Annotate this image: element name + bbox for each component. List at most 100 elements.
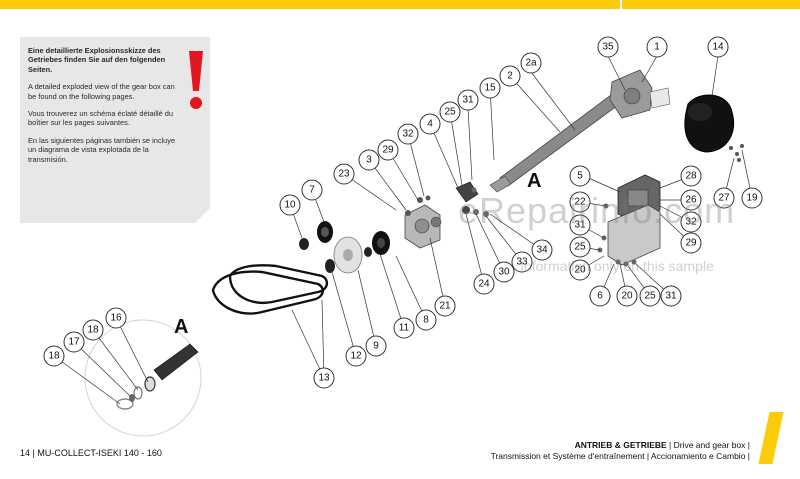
callout-1: 1 <box>646 36 668 58</box>
callout-29-right: 29 <box>680 232 702 254</box>
callout-32-right: 32 <box>680 211 702 233</box>
callout-21: 21 <box>434 295 456 317</box>
note-box: Eine detaillierte Explosionsskizze des G… <box>20 37 210 223</box>
svg-text:22: 22 <box>574 197 586 208</box>
callout-31-top: 31 <box>457 89 479 111</box>
exclamation-icon <box>189 51 203 109</box>
watermark-main: eRepairinfo.com <box>458 190 736 231</box>
svg-text:31: 31 <box>462 95 474 106</box>
callout-24: 24 <box>473 273 495 295</box>
parts-drawing <box>84 69 744 437</box>
note-text: Eine detaillierte Explosionsskizze des G… <box>28 46 184 172</box>
note-french: Vous trouverez un schéma éclaté détaillé… <box>28 109 174 128</box>
callout-31-mid: 31 <box>569 214 591 236</box>
svg-text:34: 34 <box>536 245 548 256</box>
svg-text:9: 9 <box>373 341 379 352</box>
footer-section-line2: Transmission et Système d'entraînement |… <box>490 451 750 461</box>
callout-30: 30 <box>493 261 515 283</box>
callout-15: 15 <box>479 77 501 99</box>
svg-text:19: 19 <box>746 193 758 204</box>
callout-20-bottom: 20 <box>616 285 638 307</box>
detail-label-a-main: A <box>527 170 542 192</box>
svg-text:4: 4 <box>427 119 433 130</box>
callout-32-left: 32 <box>397 123 419 145</box>
svg-text:17: 17 <box>68 337 80 348</box>
svg-text:13: 13 <box>318 373 330 384</box>
svg-text:23: 23 <box>338 169 350 180</box>
callout-28: 28 <box>680 165 702 187</box>
svg-text:3: 3 <box>366 155 372 166</box>
svg-text:32: 32 <box>685 217 697 228</box>
callout-26: 26 <box>680 189 702 211</box>
footer-section-en: | Drive and gear box | <box>666 440 750 450</box>
svg-text:21: 21 <box>439 301 451 312</box>
footer-section: ANTRIEB & GETRIEBE | Drive and gear box … <box>491 440 750 462</box>
callout-9: 9 <box>365 335 387 357</box>
svg-text:2a: 2a <box>525 58 537 69</box>
svg-text:25: 25 <box>574 242 586 253</box>
callout-23: 23 <box>333 163 355 185</box>
callout-25-mid: 25 <box>569 236 591 258</box>
callout-7: 7 <box>301 179 323 201</box>
svg-text:15: 15 <box>484 83 496 94</box>
svg-text:5: 5 <box>577 171 583 182</box>
svg-text:33: 33 <box>516 257 528 268</box>
svg-text:28: 28 <box>685 171 697 182</box>
top-accent-bar <box>0 0 800 9</box>
callout-5: 5 <box>569 165 591 187</box>
callout-16: 16 <box>105 307 127 329</box>
callout-3: 3 <box>358 149 380 171</box>
callout-31-bottom: 31 <box>660 285 682 307</box>
svg-text:7: 7 <box>309 185 315 196</box>
svg-text:11: 11 <box>399 323 410 334</box>
svg-text:16: 16 <box>110 313 122 324</box>
callout-20-left: 20 <box>569 259 591 281</box>
callout-25-bottom: 25 <box>639 285 661 307</box>
svg-text:10: 10 <box>284 200 296 211</box>
svg-text:26: 26 <box>685 195 697 206</box>
svg-text:20: 20 <box>574 265 586 276</box>
svg-text:31: 31 <box>574 220 586 231</box>
footer-section-title: ANTRIEB & GETRIEBE <box>574 440 667 450</box>
svg-text:8: 8 <box>423 315 429 326</box>
svg-text:31: 31 <box>665 291 677 302</box>
callout-10: 10 <box>279 194 301 216</box>
callout-19: 19 <box>741 187 763 209</box>
callout-22: 22 <box>569 191 591 213</box>
svg-text:32: 32 <box>402 129 414 140</box>
note-english: A detailed exploded view of the gear box… <box>28 82 175 101</box>
svg-text:18: 18 <box>48 351 60 362</box>
callout-8: 8 <box>415 309 437 331</box>
svg-text:12: 12 <box>350 351 362 362</box>
callout-18-right: 18 <box>82 319 104 341</box>
callout-13: 13 <box>313 367 335 389</box>
svg-text:1: 1 <box>654 42 660 53</box>
callout-25-top: 25 <box>439 101 461 123</box>
callout-17: 17 <box>63 331 85 353</box>
note-spanish: En las siguientes páginas también se inc… <box>28 135 176 164</box>
watermark-sub: Information only on this sample <box>520 258 714 274</box>
svg-text:29: 29 <box>685 238 697 249</box>
footer-page-info: 14 | MU-COLLECT-ISEKI 140 - 160 <box>20 448 162 458</box>
callout-35: 35 <box>597 36 619 58</box>
svg-text:29: 29 <box>382 145 394 156</box>
svg-text:14: 14 <box>712 42 724 53</box>
callout-11: 11 <box>393 317 415 339</box>
svg-text:18: 18 <box>87 325 99 336</box>
svg-text:6: 6 <box>597 291 603 302</box>
svg-text:24: 24 <box>478 279 490 290</box>
callout-27: 27 <box>713 187 735 209</box>
callout-2: 2 <box>499 65 521 87</box>
svg-text:30: 30 <box>498 267 510 278</box>
callout-6: 6 <box>589 285 611 307</box>
svg-text:27: 27 <box>718 193 730 204</box>
svg-text:35: 35 <box>602 42 614 53</box>
callout-2a: 2a <box>520 52 542 74</box>
callout-12: 12 <box>345 345 367 367</box>
note-german: Eine detaillierte Explosionsskizze des G… <box>28 46 166 74</box>
callout-33: 33 <box>511 251 533 273</box>
svg-text:25: 25 <box>444 107 456 118</box>
svg-text:20: 20 <box>621 291 633 302</box>
detail-label-a-inset: A <box>174 316 189 338</box>
